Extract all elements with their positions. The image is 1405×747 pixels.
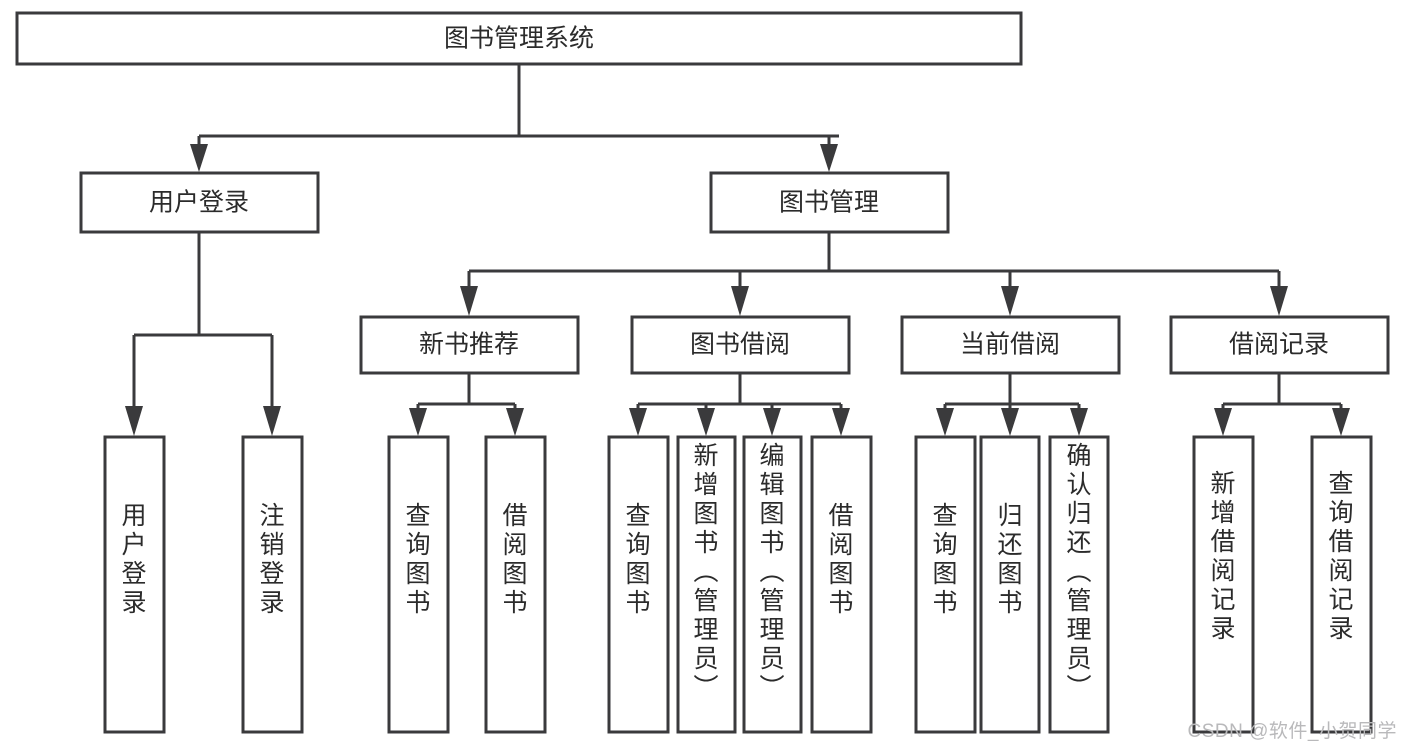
node-leaf-logout-login-label: 注销登录 [259, 502, 284, 617]
arrow-head-current-borrow [1001, 286, 1019, 316]
node-borrow-record[interactable]: 借阅记录 [1169, 315, 1390, 375]
node-leaf-query-book-1[interactable]: 查询图书 [387, 435, 450, 734]
node-current-borrow[interactable]: 当前借阅 [900, 315, 1121, 375]
node-leaf-query-book-3-box[interactable] [914, 435, 977, 734]
arrow-head-leaf-user-login [125, 406, 143, 436]
node-borrow-record-box[interactable] [1169, 315, 1390, 375]
arrow-head-leaf-confirm-return [1070, 408, 1088, 436]
node-leaf-add-book-label: 新增图书︵管理员︶ [693, 442, 718, 702]
node-leaf-confirm-return-label: 确认归还︵管理员︶ [1066, 442, 1091, 702]
connector-group-book-manage [460, 232, 1288, 316]
node-new-book-recommend[interactable]: 新书推荐 [359, 315, 580, 375]
node-leaf-add-record-label: 新增借阅记录 [1210, 470, 1235, 643]
node-leaf-confirm-return[interactable]: 确认归还︵管理员︶ [1048, 435, 1110, 734]
node-leaf-query-book-2-box[interactable] [607, 435, 670, 734]
node-new-book-recommend-box[interactable] [359, 315, 580, 375]
arrow-head-leaf-borrow-book-1 [506, 408, 524, 436]
node-leaf-borrow-book-2-box[interactable] [810, 435, 873, 734]
node-root-box[interactable] [15, 11, 1023, 66]
node-leaf-user-login-label: 用户登录 [121, 502, 146, 617]
node-current-borrow-box[interactable] [900, 315, 1121, 375]
arrow-head-leaf-query-book-3 [936, 408, 954, 436]
node-borrow-record-label: 借阅记录 [1229, 331, 1329, 359]
node-current-borrow-label: 当前借阅 [960, 331, 1060, 359]
arrow-head-leaf-query-book-2 [629, 408, 647, 436]
node-leaf-query-book-3[interactable]: 查询图书 [914, 435, 977, 734]
node-user-login[interactable]: 用户登录 [79, 171, 320, 234]
node-leaf-edit-book-label: 编辑图书︵管理员︶ [759, 442, 784, 702]
arrow-head-book-borrow [731, 286, 749, 316]
node-root-label: 图书管理系统 [444, 25, 594, 53]
node-book-manage-label: 图书管理 [779, 189, 879, 217]
node-leaf-query-record-box[interactable] [1310, 435, 1373, 734]
node-leaf-return-book-box[interactable] [979, 435, 1041, 734]
node-leaf-return-book-label: 归还图书 [997, 502, 1022, 617]
node-leaf-confirm-return-box[interactable] [1048, 435, 1110, 734]
node-leaf-query-book-2[interactable]: 查询图书 [607, 435, 670, 734]
node-leaf-logout-login-box[interactable] [241, 435, 304, 734]
node-book-manage[interactable]: 图书管理 [709, 171, 950, 234]
node-leaf-borrow-book-1[interactable]: 借阅图书 [484, 435, 547, 734]
node-book-manage-box[interactable] [709, 171, 950, 234]
connector-group-new-book-recommend [409, 373, 524, 436]
arrow-head-leaf-query-book-1 [409, 408, 427, 436]
node-user-login-box[interactable] [79, 171, 320, 234]
connector-group-root [190, 64, 839, 172]
connector-group-book-borrow [629, 373, 850, 436]
node-book-borrow-label: 图书借阅 [690, 331, 790, 359]
node-leaf-query-book-2-label: 查询图书 [625, 502, 650, 617]
node-leaf-borrow-book-2-label: 借阅图书 [828, 502, 853, 617]
node-leaf-query-record[interactable]: 查询借阅记录 [1310, 435, 1373, 734]
node-leaf-return-book[interactable]: 归还图书 [979, 435, 1041, 734]
node-leaf-add-book-box[interactable] [676, 435, 737, 734]
arrow-head-leaf-add-record [1214, 408, 1232, 436]
node-leaf-add-record-box[interactable] [1192, 435, 1255, 734]
connector-group-current-borrow [936, 373, 1088, 436]
connector-group-user-login [125, 232, 281, 436]
node-leaf-query-book-3-label: 查询图书 [932, 502, 957, 617]
arrow-head-book-manage [820, 144, 838, 172]
node-root[interactable]: 图书管理系统 [15, 11, 1023, 66]
node-book-borrow-box[interactable] [630, 315, 851, 375]
node-leaf-borrow-book-2[interactable]: 借阅图书 [810, 435, 873, 734]
arrow-head-new-book-recommend [460, 286, 478, 316]
arrow-head-leaf-borrow-book-2 [832, 408, 850, 436]
arrow-head-leaf-add-book [697, 408, 715, 436]
arrow-head-user-login [190, 144, 208, 172]
arrow-head-leaf-return-book [1001, 408, 1019, 436]
node-leaf-query-book-1-label: 查询图书 [405, 502, 430, 617]
arrow-head-leaf-query-record [1332, 408, 1350, 436]
node-leaf-logout-login[interactable]: 注销登录 [241, 435, 304, 734]
node-leaf-user-login-box[interactable] [103, 435, 166, 734]
node-leaf-add-record[interactable]: 新增借阅记录 [1192, 435, 1255, 734]
arrow-head-leaf-edit-book [763, 408, 781, 436]
node-leaf-borrow-book-1-label: 借阅图书 [502, 502, 527, 617]
node-leaf-query-record-label: 查询借阅记录 [1328, 470, 1353, 643]
node-leaf-user-login[interactable]: 用户登录 [103, 435, 166, 734]
node-book-borrow[interactable]: 图书借阅 [630, 315, 851, 375]
arrow-head-borrow-record [1270, 286, 1288, 316]
node-new-book-recommend-label: 新书推荐 [419, 331, 519, 359]
node-leaf-edit-book-box[interactable] [742, 435, 803, 734]
connector-group-borrow-record [1214, 373, 1350, 436]
node-leaf-borrow-book-1-box[interactable] [484, 435, 547, 734]
node-leaf-edit-book[interactable]: 编辑图书︵管理员︶ [742, 435, 803, 734]
node-user-login-label: 用户登录 [149, 189, 249, 217]
node-leaf-query-book-1-box[interactable] [387, 435, 450, 734]
node-leaf-add-book[interactable]: 新增图书︵管理员︶ [676, 435, 737, 734]
arrow-head-leaf-logout-login [263, 406, 281, 436]
